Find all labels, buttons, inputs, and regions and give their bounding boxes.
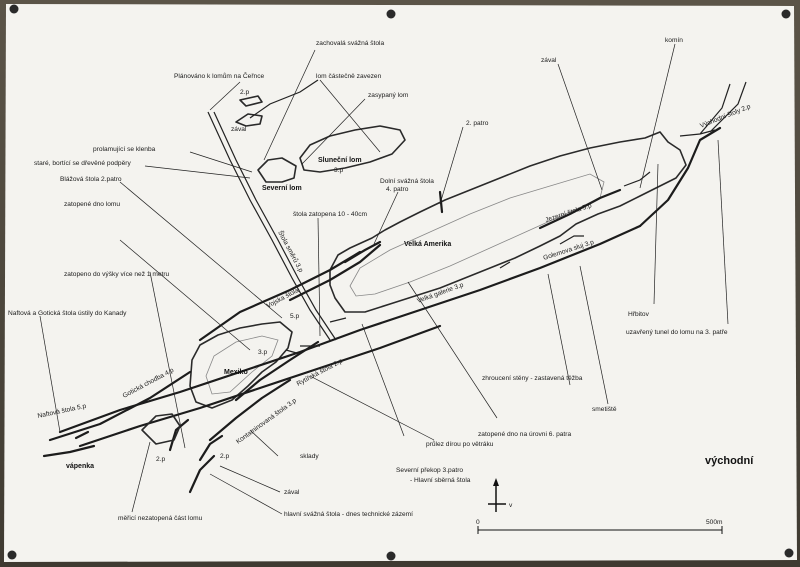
label-dolni-svazna: Dolní svážná štola <box>380 178 434 185</box>
label-smetiste: smetiště <box>592 406 617 413</box>
label-zaval-right: zával <box>541 57 557 64</box>
scale-500: 500m <box>706 519 723 526</box>
label-lom-castecne: lom částečně zavezen <box>316 73 382 80</box>
label-hlavni-sberna: - Hlavní sběrná štola <box>410 477 471 484</box>
tunnel-vychodni <box>679 81 747 137</box>
tunnel-2patro-shaft <box>438 190 444 214</box>
cave-map <box>42 79 747 494</box>
pin-icon <box>9 4 19 14</box>
pin-icon <box>386 9 396 19</box>
quarry-merici <box>141 413 181 445</box>
label-stola-zatopena: štola zatopena 10 - 40cm <box>293 211 368 218</box>
tunnel-jezerni <box>538 188 622 230</box>
label-zatopeno-vysky: zatopeno do výšky více než 1 metru <box>64 271 170 278</box>
label-planovano: Plánováno k lomům na Čeřnce <box>174 71 264 80</box>
label-zaval-top: zával <box>231 126 247 133</box>
label-zatopene-uroven: zatopené dno na úrovni 6. patra <box>478 431 571 438</box>
leader-lines <box>39 43 729 515</box>
label-blaziva: Blážová štola 2.patro <box>60 176 122 183</box>
tunnel-komin <box>623 171 651 187</box>
compass-v: v <box>509 502 513 509</box>
tunnel-stola-smeru-b <box>213 111 337 341</box>
scale-bar: 0 500m <box>476 519 723 534</box>
quarry-top <box>239 95 263 107</box>
pin-icon <box>781 9 791 19</box>
tunnel-misc <box>285 261 511 355</box>
tunnel-rytirska <box>234 340 320 402</box>
label-2p-a: 2.p <box>156 456 165 463</box>
label-hrbitov: Hřbitov <box>628 311 650 318</box>
label-slunecni-3p: 3.p <box>334 167 343 174</box>
tunnel-upper <box>288 243 382 302</box>
label-2-patro: 2. patro <box>466 120 489 127</box>
tunnel-dolni-svazna <box>343 240 382 264</box>
label-zasypany: zasypaný lom <box>368 92 409 99</box>
label-mexiko: Mexiko <box>224 369 248 376</box>
paper <box>4 4 797 562</box>
label-2p-b: 2.p <box>220 453 229 460</box>
pin-icon <box>7 550 17 560</box>
label-5p: 5.p <box>290 313 299 320</box>
label-zaval-bottom: zával <box>284 489 300 496</box>
tunnel-velka-galerie <box>58 224 642 434</box>
tunnel-gotic <box>48 370 192 442</box>
tunnel-zachovala <box>249 79 319 119</box>
quarry-mexiko <box>189 321 293 409</box>
label-2p-top: 2.p <box>240 89 249 96</box>
label-sklady: sklady <box>300 453 319 460</box>
label-uzavreny: uzavřený tunel do lomu na 3. patře <box>626 329 728 336</box>
label-komin: komín <box>665 37 683 44</box>
tunnel-vojska <box>198 250 362 342</box>
label-prolamujici: prolamující se klenba <box>93 146 156 153</box>
mexiko-inner <box>205 335 279 395</box>
quarry-small <box>235 113 263 127</box>
label-slunecni-lom: Sluneční lom <box>318 157 362 164</box>
label-zachovala: zachovalá svážná štola <box>316 40 385 47</box>
label-severni-lom: Severní lom <box>262 185 302 192</box>
tunnel-vapenka <box>42 430 96 458</box>
tunnel-south-3 <box>168 418 190 452</box>
compass-icon: v <box>488 478 513 512</box>
pin-icon <box>784 548 794 558</box>
tunnel-south-2 <box>188 454 216 494</box>
tunnel-south-1 <box>198 434 224 462</box>
label-merici: měřicí nezatopená část lomu <box>118 515 203 522</box>
label-pruzlez: průlez dírou po větráku <box>426 440 494 448</box>
label-mexiko-3p: 3.p <box>258 349 267 356</box>
label-velka-amerika: Velká Amerika <box>404 241 451 248</box>
label-vapenka: vápenka <box>66 463 94 470</box>
tunnel-east <box>638 126 722 228</box>
quarry-severni <box>257 157 297 183</box>
tunnel-golemova <box>559 235 584 245</box>
label-zatopene-dno: zatopené dno lomu <box>64 201 120 208</box>
label-stare-bortici: staré, bortící se dřevěné podpěry <box>34 160 131 167</box>
pin-icon <box>386 551 396 561</box>
label-dolni-4patro: 4. patro <box>386 186 409 193</box>
label-severni-prekop: Severní překop 3.patro <box>396 467 463 474</box>
label-hlavni-svazna: hlavní svážná štola - dnes technické záz… <box>284 511 413 518</box>
tunnel-hlavni-sberna <box>78 324 442 448</box>
tunnel-stola-smeru <box>207 111 331 341</box>
label-naftova-gotika: Naftová a Gotická štola ústily do Kanady <box>8 310 127 317</box>
tunnel-kontaminovana <box>208 378 292 442</box>
label-vychodni: východní <box>705 455 754 467</box>
quarry-slunecni <box>299 125 406 173</box>
scale-0: 0 <box>476 519 480 526</box>
quarry-velka-amerika <box>329 131 687 313</box>
label-zhrouceni: zhroucení stěny - zastavená těžba <box>482 375 583 382</box>
